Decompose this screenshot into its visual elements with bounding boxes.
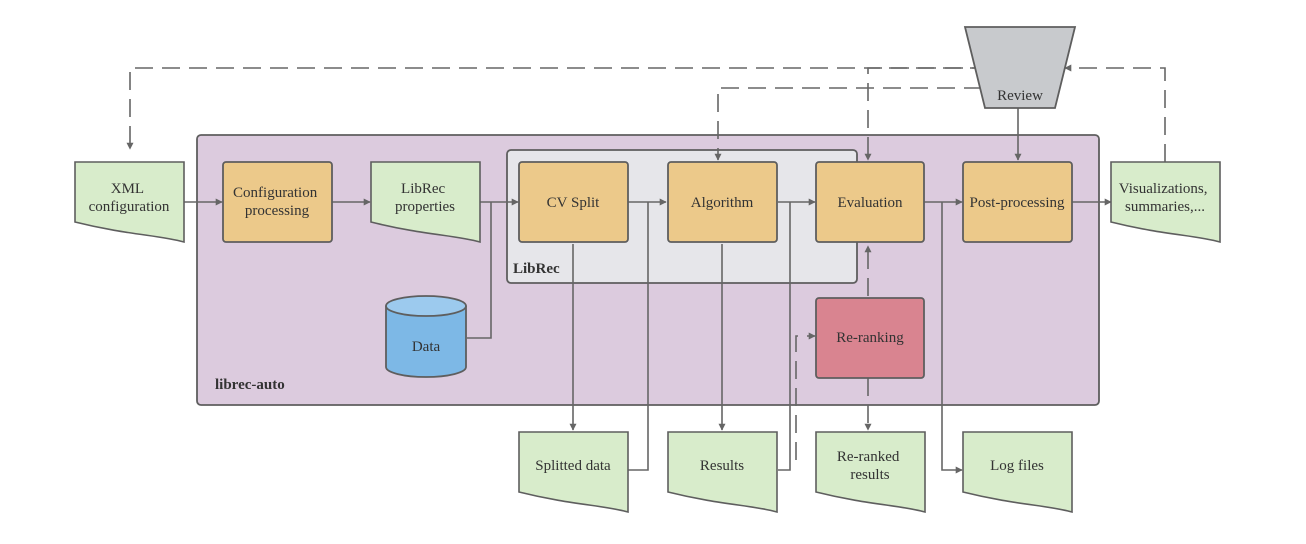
results-doc	[667, 431, 778, 514]
cv-split-box	[518, 161, 629, 243]
data-cylinder-top	[385, 295, 467, 317]
evaluation-to-logs	[941, 202, 963, 474]
config-processing-box	[222, 161, 333, 243]
splitted-to-algorithm	[628, 202, 649, 471]
librec-auto-label: librec-auto	[215, 377, 285, 393]
data-label: Data	[412, 339, 441, 355]
reranked-results-doc	[815, 431, 926, 514]
splitted-data-label: Splitted data	[535, 458, 611, 474]
cv-split-label: CV Split	[547, 195, 600, 211]
libprops-doc	[370, 161, 481, 244]
config-processing-label: Configuration processing	[233, 185, 321, 219]
xml-config-doc	[74, 161, 185, 244]
data-to-cvsplit	[467, 202, 492, 339]
feedback-to-algorithm	[714, 87, 982, 161]
re-ranking-box	[815, 297, 925, 379]
xml-config-label: XML configuration	[89, 181, 170, 215]
feedback-from-visualizations	[1064, 64, 1166, 162]
results-to-evaluation	[778, 202, 791, 471]
viz-doc	[1110, 161, 1221, 244]
log-files-label: Log files	[990, 458, 1044, 474]
data-cylinder	[385, 306, 467, 378]
feedback-to-xml	[126, 67, 990, 150]
re-ranking-label: Re-ranking	[836, 330, 904, 346]
evaluation-label: Evaluation	[838, 195, 903, 211]
libprops-label: LibRec properties	[395, 181, 455, 215]
algorithm-label: Algorithm	[691, 195, 754, 211]
evaluation-box	[815, 161, 925, 243]
reranked-results-label: Re-ranked results	[837, 449, 903, 483]
results-to-rerank	[795, 332, 816, 460]
librec-label: LibRec	[513, 261, 560, 277]
post-processing-label: Post-processing	[970, 195, 1065, 211]
review-shape	[963, 26, 1077, 109]
post-processing-box	[962, 161, 1073, 243]
viz-label: Visualizations, summaries,...	[1119, 181, 1211, 215]
log-files-doc	[962, 431, 1073, 514]
results-label: Results	[700, 458, 744, 474]
review-label: Review	[997, 88, 1043, 104]
splitted-data-doc	[518, 431, 629, 514]
feedback-to-evaluation	[864, 67, 988, 161]
algorithm-box	[667, 161, 778, 243]
